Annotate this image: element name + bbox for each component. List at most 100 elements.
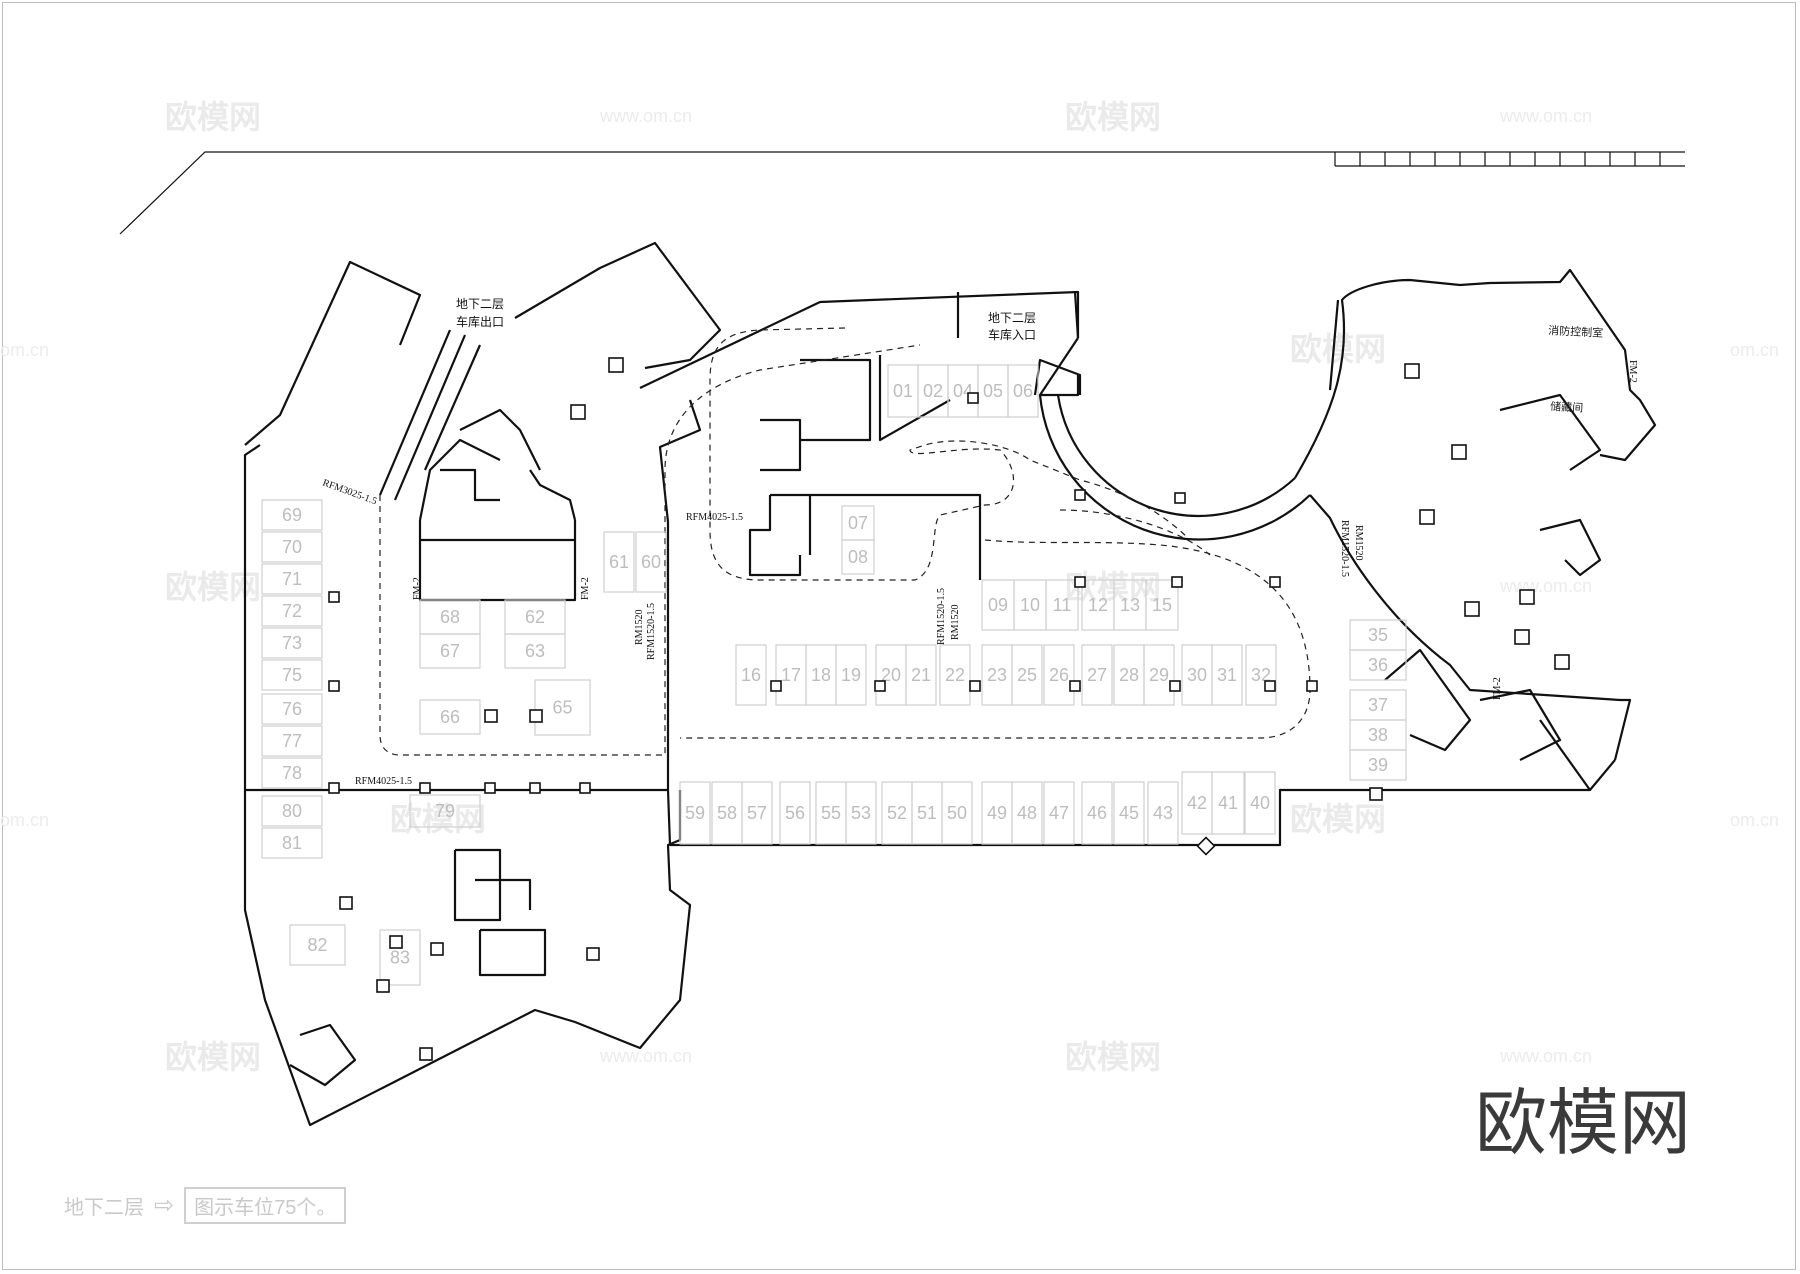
stall-number: 52 <box>887 803 907 823</box>
stall-number: 23 <box>987 665 1007 685</box>
parking-stall <box>815 781 847 845</box>
stall-number: 21 <box>911 665 931 685</box>
stall-number: 66 <box>440 707 460 727</box>
parking-stall <box>419 599 481 635</box>
parking-stall <box>881 781 913 845</box>
watermark-brand: 欧模网 <box>165 98 261 136</box>
watermark-url: www.om.cn <box>1499 576 1592 596</box>
parking-stall <box>735 644 767 706</box>
door-tag: RFM3025-1.5 <box>321 477 378 507</box>
watermark-url: www.om.cn <box>599 1046 692 1066</box>
stall-number: 38 <box>1368 725 1388 745</box>
parking-stall <box>261 595 323 627</box>
structural-columns <box>328 357 1570 1061</box>
stall-number: 11 <box>1053 595 1072 615</box>
parking-stall <box>1011 644 1043 706</box>
stall-number: 08 <box>848 547 868 567</box>
stall-number: 77 <box>282 731 302 751</box>
stall-number: 40 <box>1250 793 1270 813</box>
stall-number: 16 <box>741 665 761 685</box>
parking-stall <box>1043 644 1075 706</box>
parking-stall <box>1043 781 1075 845</box>
fire-control-room-label: 消防控制室 <box>1548 323 1604 340</box>
door-tag: RM1520 <box>950 604 961 640</box>
parking-stall <box>1349 749 1407 781</box>
parking-stall <box>1349 649 1407 681</box>
garage-exit-label: 车库出口 <box>456 314 504 329</box>
ramps <box>378 291 1080 501</box>
parking-stall <box>1145 579 1179 631</box>
parking-stall <box>779 781 811 845</box>
stall-number: 27 <box>1087 665 1107 685</box>
stall-number: 82 <box>307 935 327 955</box>
door-tag: FM-2 <box>1492 677 1503 700</box>
stall-number: 55 <box>821 803 841 823</box>
site-boundary <box>119 151 1685 235</box>
stall-number: 10 <box>1020 595 1040 615</box>
driving-route <box>379 327 1311 756</box>
outer-walls <box>243 241 1657 1127</box>
stall-number: 43 <box>1153 803 1173 823</box>
stall-number: 45 <box>1119 803 1139 823</box>
parking-stall <box>261 659 323 691</box>
stall-number: 20 <box>881 665 901 685</box>
door-tag: RFM1520-1.5 <box>936 588 947 645</box>
parking-stall <box>261 757 323 789</box>
parking-stall <box>1045 579 1079 631</box>
stall-number: 31 <box>1217 665 1237 685</box>
door-tag: FM-2 <box>412 577 423 600</box>
stall-number: 65 <box>552 698 572 718</box>
stall-number: 50 <box>947 803 967 823</box>
stall-number: 17 <box>781 665 801 685</box>
stall-number: 61 <box>609 552 629 572</box>
level-label: 地下二层 <box>64 1196 144 1219</box>
plan-caption: 地下二层 ⇨ 图示车位75个。 <box>64 1186 347 1224</box>
parking-stall <box>261 563 323 595</box>
stall-number: 42 <box>1187 793 1207 813</box>
stall-number: 51 <box>917 803 937 823</box>
stall-number: 68 <box>440 607 460 627</box>
stall-number: 81 <box>282 833 302 853</box>
stall-number: 67 <box>440 641 460 661</box>
stall-number: 76 <box>282 699 302 719</box>
stall-number: 26 <box>1049 665 1069 685</box>
parking-stall <box>261 725 323 757</box>
door-tag: RFM1520-1.5 <box>646 603 657 660</box>
parking-stall <box>261 693 323 725</box>
storage-room-label: 储藏间 <box>1550 399 1584 415</box>
parking-stall <box>261 531 323 563</box>
parking-stall <box>1081 644 1113 706</box>
stall-number: 37 <box>1368 695 1388 715</box>
watermark-brand: 欧模网 <box>1065 1038 1161 1076</box>
watermark-url: www.om.cn <box>1499 106 1592 126</box>
watermark-brand: 欧模网 <box>165 568 261 606</box>
watermark-url: www.om.cn <box>1499 1046 1592 1066</box>
door-tag: RFM1520-1.5 <box>1339 520 1350 577</box>
stall-number: 39 <box>1368 755 1388 775</box>
stall-number: 02 <box>923 381 943 401</box>
parking-stall <box>261 827 323 859</box>
door-tag: RM1520 <box>634 609 645 645</box>
parking-stall <box>261 499 323 531</box>
watermark-url: om.cn <box>1730 810 1779 830</box>
stall-number: 05 <box>983 381 1003 401</box>
parking-stall <box>603 531 635 593</box>
parking-stall <box>939 644 971 706</box>
stall-number: 79 <box>435 801 455 821</box>
stall-number: 29 <box>1149 665 1169 685</box>
parking-stall <box>534 679 591 736</box>
stall-number: 01 <box>893 381 913 401</box>
stall-number: 60 <box>641 552 661 572</box>
stall-number: 80 <box>282 801 302 821</box>
parking-stall <box>1245 644 1277 706</box>
parking-stall <box>1147 781 1179 845</box>
stall-number: 35 <box>1368 625 1388 645</box>
parking-stall <box>1143 644 1175 706</box>
interior-walls <box>289 355 1602 1087</box>
parking-stall <box>905 644 937 706</box>
door-tag: FM-2 <box>1627 360 1638 383</box>
stall-number: 72 <box>282 601 302 621</box>
double-arrow-right-icon: ⇨ <box>154 1191 175 1219</box>
stall-number: 28 <box>1119 665 1139 685</box>
stall-number: 56 <box>785 803 805 823</box>
